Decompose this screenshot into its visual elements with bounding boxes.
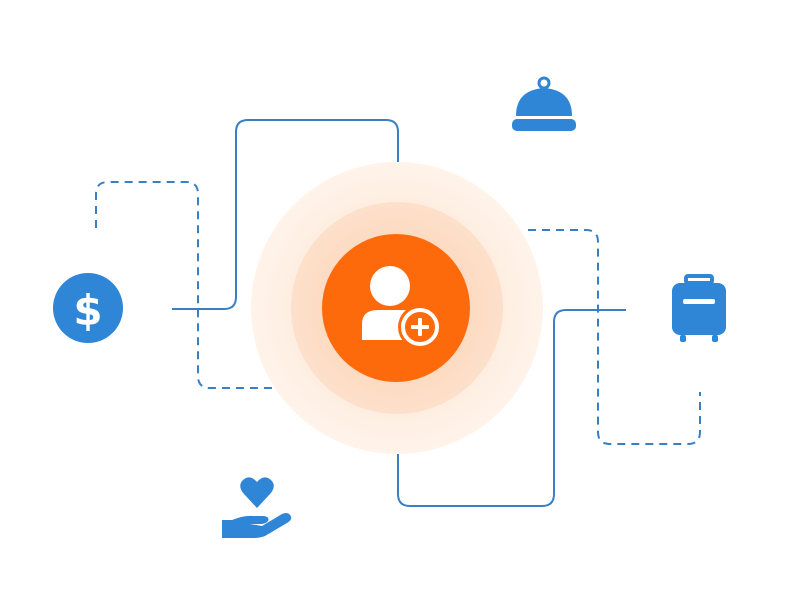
heart-hand-icon (222, 477, 292, 538)
cloche-icon (512, 76, 576, 131)
add-user-icon (362, 266, 442, 349)
dollar-glyph: $ (73, 286, 102, 335)
connector-line-right (397, 309, 626, 507)
connector-line-left (172, 119, 399, 310)
add-user-badge (322, 234, 470, 382)
dollar-icon: $ (53, 273, 123, 343)
dashed-line-left (95, 181, 288, 389)
luggage-icon (672, 274, 726, 342)
